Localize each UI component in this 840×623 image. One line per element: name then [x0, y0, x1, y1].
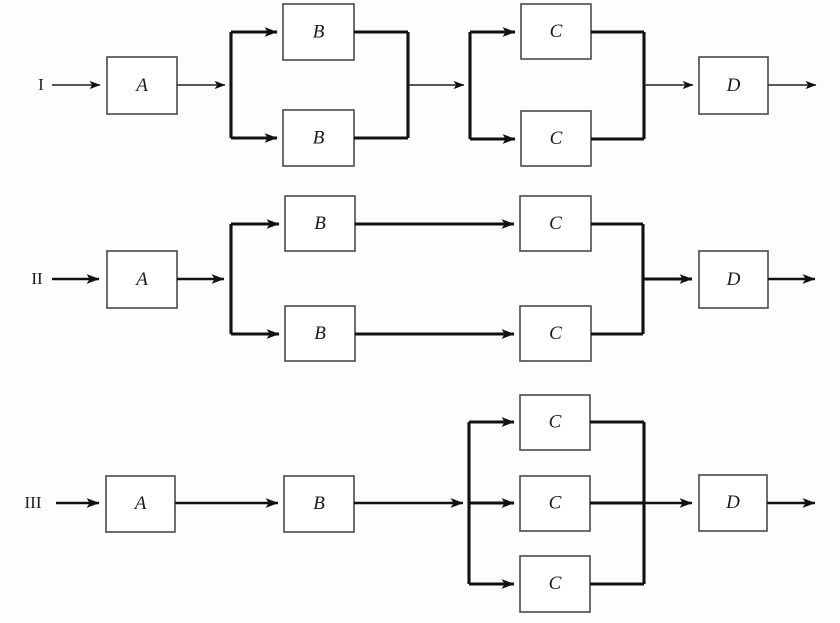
row-2-block-b-bottom-label: B — [314, 323, 326, 344]
row-3-group: III A B C C C D — [25, 394, 816, 613]
row-2-block-c-bottom-label: C — [549, 323, 562, 344]
row-3-block-a-label: A — [133, 493, 147, 514]
row-1-block-c-top-label: C — [550, 21, 563, 42]
row-label-1: I — [38, 75, 44, 94]
row-3-block-c-bottom-label: C — [549, 573, 562, 594]
row-2-group: II A B B C C D — [31, 195, 816, 362]
row-1-block-b-top[interactable] — [282, 3, 355, 61]
row-3-block-a[interactable] — [105, 475, 176, 533]
row-2-block-b-top[interactable] — [284, 195, 356, 252]
row-1-block-c-bottom-label: C — [550, 128, 563, 149]
row-3-block-b-label: B — [313, 493, 325, 514]
row-1-block-b-bottom-label: B — [313, 127, 325, 148]
row-1-block-c-top[interactable] — [520, 3, 592, 60]
row-1-block-b-top-label: B — [313, 21, 325, 42]
row-1-block-d[interactable] — [698, 56, 769, 115]
row-2-block-c-bottom[interactable] — [519, 305, 592, 362]
row-2-block-b-top-label: B — [314, 213, 326, 234]
row-1-block-b-bottom[interactable] — [282, 109, 355, 167]
row-label-3: III — [25, 493, 42, 512]
row-1-group: I A B B C C — [38, 3, 817, 167]
row-3-block-c-top[interactable] — [519, 394, 591, 451]
row-3-block-c-top-label: C — [549, 411, 562, 432]
row-3-block-d-label: D — [725, 492, 740, 513]
row-1-block-c-bottom[interactable] — [520, 110, 592, 167]
row-2-block-d-label: D — [726, 269, 741, 290]
row-2-block-c-top[interactable] — [519, 195, 592, 252]
row-2-block-a-label: A — [134, 269, 148, 290]
row-2-block-c-top-label: C — [549, 213, 562, 234]
row-3-block-b[interactable] — [283, 475, 355, 533]
row-1-block-d-label: D — [726, 75, 741, 96]
row-3-block-c-middle-label: C — [549, 492, 562, 513]
row-1-block-a-label: A — [134, 75, 148, 96]
row-label-2: II — [31, 269, 43, 288]
row-3-block-d[interactable] — [698, 474, 768, 532]
